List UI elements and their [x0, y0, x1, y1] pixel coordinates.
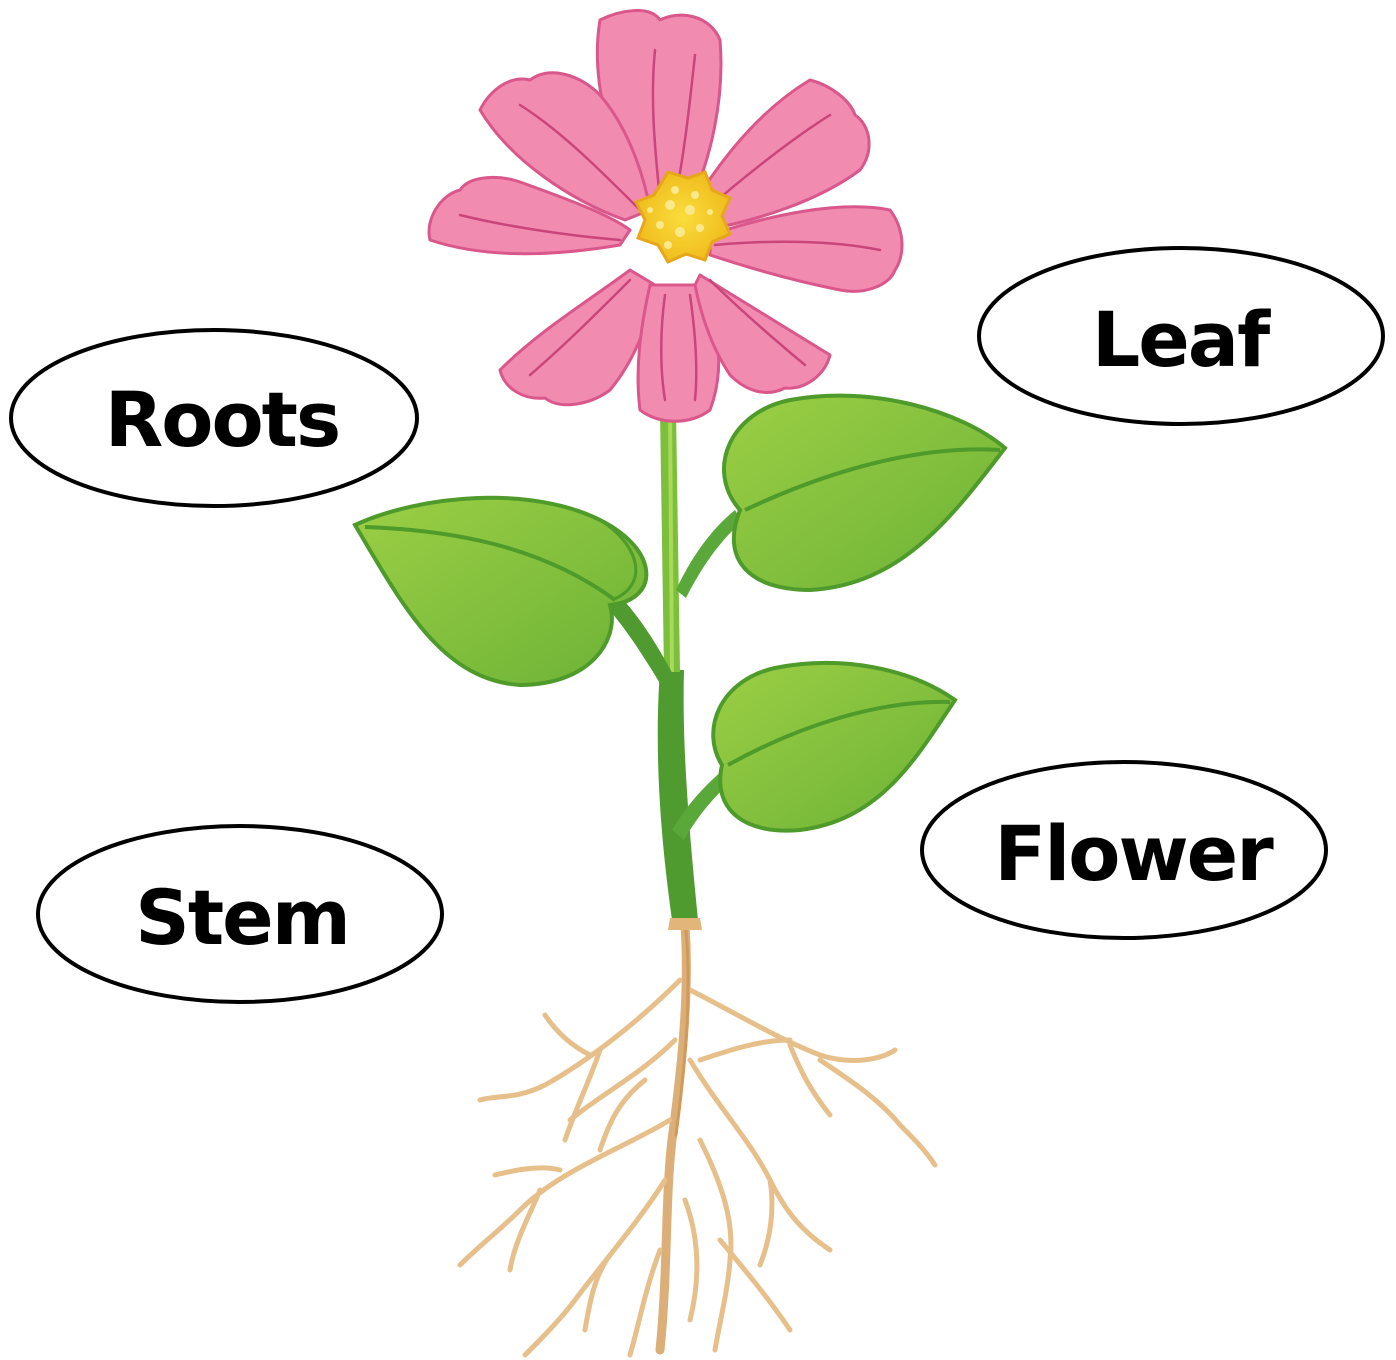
right-lower-leaf — [713, 663, 955, 831]
label-leaf-text: Leaf — [1092, 295, 1271, 384]
label-flower-text: Flower — [994, 809, 1274, 898]
label-stem: Stem — [38, 826, 442, 1002]
label-roots-text: Roots — [105, 375, 340, 464]
label-leaf: Leaf — [979, 248, 1383, 424]
root-system — [460, 925, 935, 1355]
label-flower: Flower — [922, 762, 1326, 938]
flower-head — [429, 11, 902, 422]
right-upper-leaf — [724, 396, 1005, 590]
label-roots: Roots — [11, 330, 417, 506]
stem — [600, 410, 742, 930]
label-stem-text: Stem — [135, 873, 349, 962]
left-leaf — [355, 498, 646, 685]
